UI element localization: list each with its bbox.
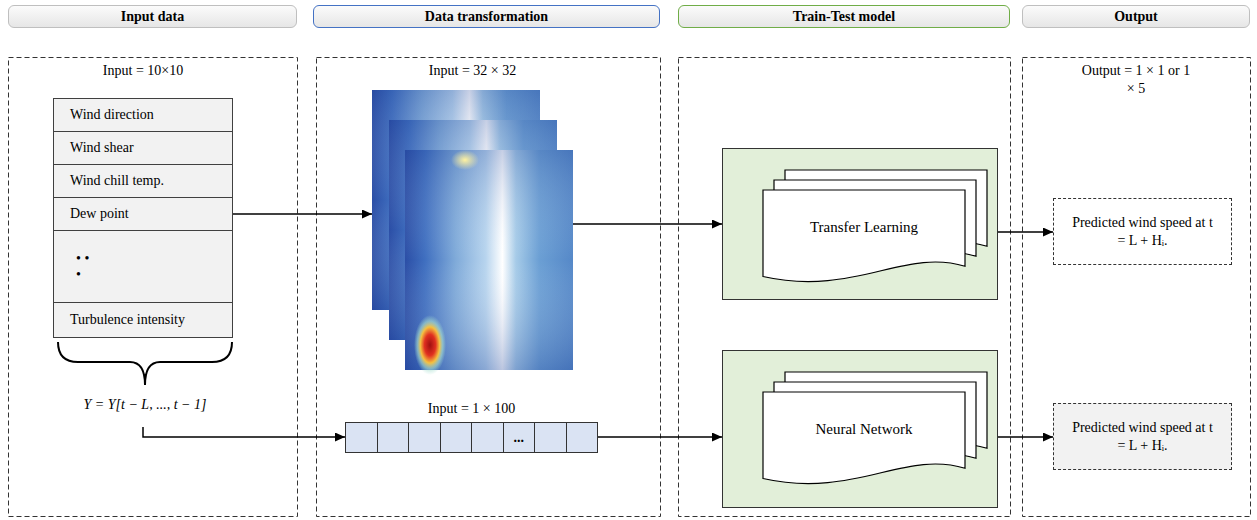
header-text: Input data [121, 8, 184, 26]
vector-cell [408, 422, 441, 453]
curly-brace [58, 342, 232, 385]
input-panel [9, 58, 298, 517]
vector-row: ... [345, 422, 598, 453]
flow-arrow [233, 213, 372, 215]
feature-name: Wind direction [70, 106, 154, 124]
figure-heading: Input = 10×10 [53, 62, 233, 80]
output-box: Predicted wind speed at t = L + Hᵢ. [1053, 403, 1232, 470]
vector-cell [471, 422, 504, 453]
flow-arrow [573, 223, 722, 225]
model-name: Transfer Learning [763, 190, 965, 264]
feature-name: Turbulence intensity [70, 311, 185, 329]
dashed-panels [9, 58, 1251, 517]
input-vector: Input = 1 × 100... [345, 400, 598, 453]
column-header: Data transformation [313, 5, 660, 28]
header-text: Train-Test model [793, 8, 895, 26]
ellipsis-cell: • • • [53, 230, 233, 303]
vector-cell [440, 422, 473, 453]
output-box: Predicted wind speed at t = L + Hᵢ. [1053, 198, 1232, 265]
feature-name: Wind shear [70, 139, 134, 157]
flow-arrow [143, 427, 345, 437]
output-text: Predicted wind speed at t = L + Hᵢ. [1072, 214, 1214, 249]
feature-name: Dew point [70, 205, 129, 223]
flow-arrow [998, 436, 1053, 438]
flow-arrow [998, 231, 1053, 233]
flow-arrow [598, 436, 722, 438]
document-shape [763, 392, 965, 484]
vector-cell [377, 422, 410, 453]
feature-cell: Wind shear [53, 131, 233, 165]
ellipsis-dots: • • • [76, 251, 90, 282]
feature-cell: Dew point [53, 197, 233, 231]
header-text: Data transformation [425, 8, 548, 26]
feature-cell: Turbulence intensity [53, 302, 233, 338]
feature-cell: Wind direction [53, 98, 233, 132]
feature-name: Wind chill temp. [70, 172, 164, 190]
vector-cell: ... [503, 422, 536, 453]
column-header: Train-Test model [678, 5, 1010, 28]
output-panel [1023, 58, 1251, 517]
model-name: Neural Network [763, 392, 965, 466]
column-header: Output [1022, 5, 1250, 28]
feature-cell: Wind chill temp. [53, 164, 233, 198]
heatmap-spot [451, 150, 479, 170]
vector-cell [534, 422, 567, 453]
output-size: Output = 1 × 1 or 1 × 5 [1080, 62, 1192, 98]
ellipsis: ... [514, 431, 525, 445]
heatmap-figure: Input = 32 × 32 [372, 62, 573, 372]
vector-cell [345, 422, 378, 453]
column-header: Input data [8, 5, 297, 28]
formula: Y = Y[t − L, ..., t − 1] [53, 396, 237, 414]
figure-heading: Input = 32 × 32 [372, 62, 573, 80]
model-panel [679, 58, 1011, 517]
vector-heading: Input = 1 × 100 [345, 400, 598, 422]
model-box: Transfer Learning [722, 148, 998, 300]
heatmap-spot [414, 315, 446, 375]
document-shape [763, 190, 965, 282]
header-text: Output [1114, 8, 1158, 26]
feature-table: Input = 10×10Wind directionWind shearWin… [53, 62, 233, 427]
vector-cell [566, 422, 599, 453]
output-text: Predicted wind speed at t = L + Hᵢ. [1072, 419, 1214, 454]
transform-panel [317, 58, 661, 517]
heatmap-stack [372, 90, 573, 375]
model-box: Neural Network [722, 350, 998, 508]
